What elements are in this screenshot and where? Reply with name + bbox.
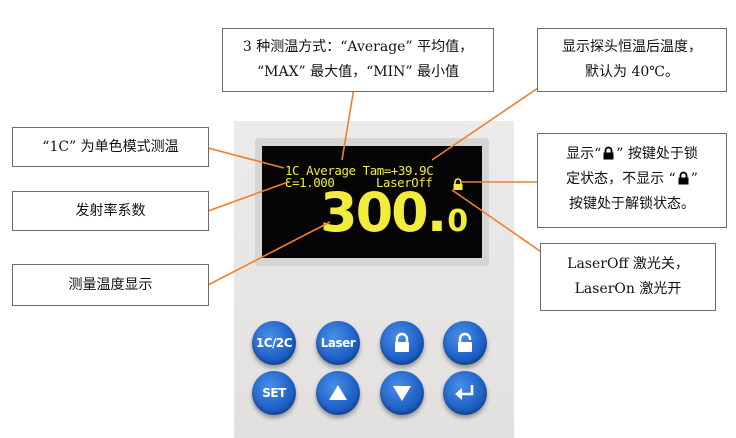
- callout-laser-line2: LaserOn 激光开: [574, 281, 682, 297]
- callout-emissivity-text: 发射率系数: [75, 202, 146, 219]
- callout-single-color: “1C” 为单色模式测温: [12, 127, 209, 167]
- callout-lock-line3: 按键处于解锁状态。: [569, 196, 695, 212]
- callout-lock-line2-post: ”: [690, 171, 698, 187]
- callout-probe-line1: 显示探头恒温后温度，: [562, 39, 702, 55]
- mode-1c2c-button[interactable]: 1C/2C: [252, 321, 296, 365]
- callout-mode: 3 种测温方式：“Average” 平均值， “MAX” 最大值，“MIN” 最…: [222, 28, 494, 92]
- display-lock-icon: [453, 178, 463, 190]
- lock-closed-icon: [603, 146, 614, 160]
- callout-single-color-text: “1C” 为单色模式测温: [42, 138, 179, 155]
- lock-closed-icon: [395, 332, 409, 352]
- up-button[interactable]: [316, 371, 360, 415]
- display-line-1: 1C Average Tam=+39.9C: [285, 163, 434, 178]
- measured-temperature: 300.0: [320, 183, 468, 252]
- unlock-button[interactable]: [443, 321, 487, 365]
- lock-closed-icon: [678, 171, 689, 185]
- enter-arrow-icon: [455, 385, 474, 400]
- reading-integer: 300.: [320, 181, 447, 244]
- callout-laser-line1: LaserOff 激光关，: [567, 256, 689, 272]
- set-button[interactable]: SET: [252, 371, 296, 415]
- display-laser-status: LaserOff: [376, 175, 433, 190]
- callout-laser-status: LaserOff 激光关， LaserOn 激光开: [540, 243, 716, 311]
- reading-decimal: 0: [447, 204, 469, 239]
- callout-emissivity: 发射率系数: [12, 191, 209, 231]
- callout-lock-line1-post: ” 按键处于锁: [616, 146, 698, 162]
- callout-lock-line1-pre: 显示“: [566, 146, 602, 162]
- down-button[interactable]: [380, 371, 424, 415]
- callout-lock-line2-pre: 定状态，不显示 “: [566, 171, 676, 187]
- lock-open-icon: [458, 332, 472, 352]
- mode-1c2c-label: 1C/2C: [255, 336, 293, 350]
- callout-probe-line2: 默认为 40℃。: [585, 64, 679, 80]
- callout-measured: 测量温度显示: [12, 264, 209, 306]
- callout-mode-line1: 3 种测温方式：“Average” 平均值，: [242, 39, 474, 55]
- oled-display: 1C Average Tam=+39.9C Ɛ=1.000 LaserOff 3…: [262, 146, 482, 258]
- display-emissivity: Ɛ=1.000: [285, 175, 335, 190]
- triangle-up-icon: [329, 385, 347, 400]
- callout-measured-text: 测量温度显示: [68, 276, 153, 293]
- callout-lock-line2: 定状态，不显示 “ ”: [538, 167, 726, 192]
- set-label: SET: [262, 386, 286, 400]
- callout-lock-status: 显示“ ” 按键处于锁 定状态，不显示 “ ” 按键处于解锁状态。: [537, 133, 727, 228]
- callout-mode-line2: “MAX” 最大值，“MIN” 最小值: [256, 64, 460, 80]
- callout-probe-temp: 显示探头恒温后温度， 默认为 40℃。: [537, 28, 727, 92]
- laser-label: Laser: [320, 336, 356, 350]
- enter-button[interactable]: [443, 371, 487, 415]
- callout-lock-line1: 显示“ ” 按键处于锁: [538, 142, 726, 167]
- triangle-down-icon: [393, 386, 411, 401]
- lock-button[interactable]: [380, 321, 424, 365]
- laser-button[interactable]: Laser: [316, 321, 360, 365]
